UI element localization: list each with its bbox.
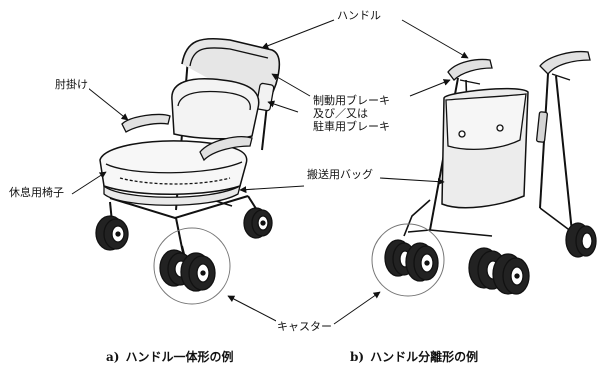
- middle-caster: [468, 247, 530, 295]
- caster-highlight-right: [371, 223, 445, 297]
- caption-b-text: ハンドル分離形の例: [370, 350, 479, 364]
- label-brake-line2: 及び／又は: [312, 107, 369, 120]
- caption-b-prefix: b): [350, 350, 365, 364]
- caster-highlight-left: [153, 227, 231, 305]
- brake-lever: [536, 111, 548, 143]
- label-rest-seat: 休息用椅子: [8, 186, 65, 199]
- walker-separate-handle: [371, 50, 597, 297]
- rear-wheel-far: [565, 222, 597, 258]
- armrest-left-part: [121, 113, 171, 133]
- rear-wheel-left: [95, 215, 129, 251]
- leader-lines: [71, 19, 469, 325]
- armrest-right-part: [199, 136, 253, 162]
- caption-a-text: ハンドル一体形の例: [125, 350, 234, 364]
- label-brake-line3: 駐車用ブレーキ: [312, 120, 391, 133]
- rear-wheel-right: [243, 207, 273, 239]
- label-armrest: 肘掛け: [54, 78, 89, 91]
- caption-a-prefix: a): [106, 350, 120, 364]
- caption-b: b) ハンドル分離形の例: [350, 348, 478, 365]
- transport-bag: [441, 87, 529, 209]
- label-handle: ハンドル: [336, 9, 382, 22]
- front-caster-left: [159, 245, 216, 292]
- separate-handle-right: [539, 50, 591, 81]
- walker-integrated-handle: [95, 37, 281, 305]
- backrest: [171, 78, 260, 140]
- separate-handle-left: [447, 58, 493, 85]
- caption-a: a) ハンドル一体形の例: [106, 348, 233, 365]
- front-caster-right: [384, 239, 439, 282]
- label-brake-line1: 制動用ブレーキ: [312, 94, 391, 107]
- label-transport-bag: 搬送用バッグ: [306, 168, 374, 181]
- rest-seat: [99, 140, 248, 206]
- label-caster: キャスター: [276, 320, 333, 333]
